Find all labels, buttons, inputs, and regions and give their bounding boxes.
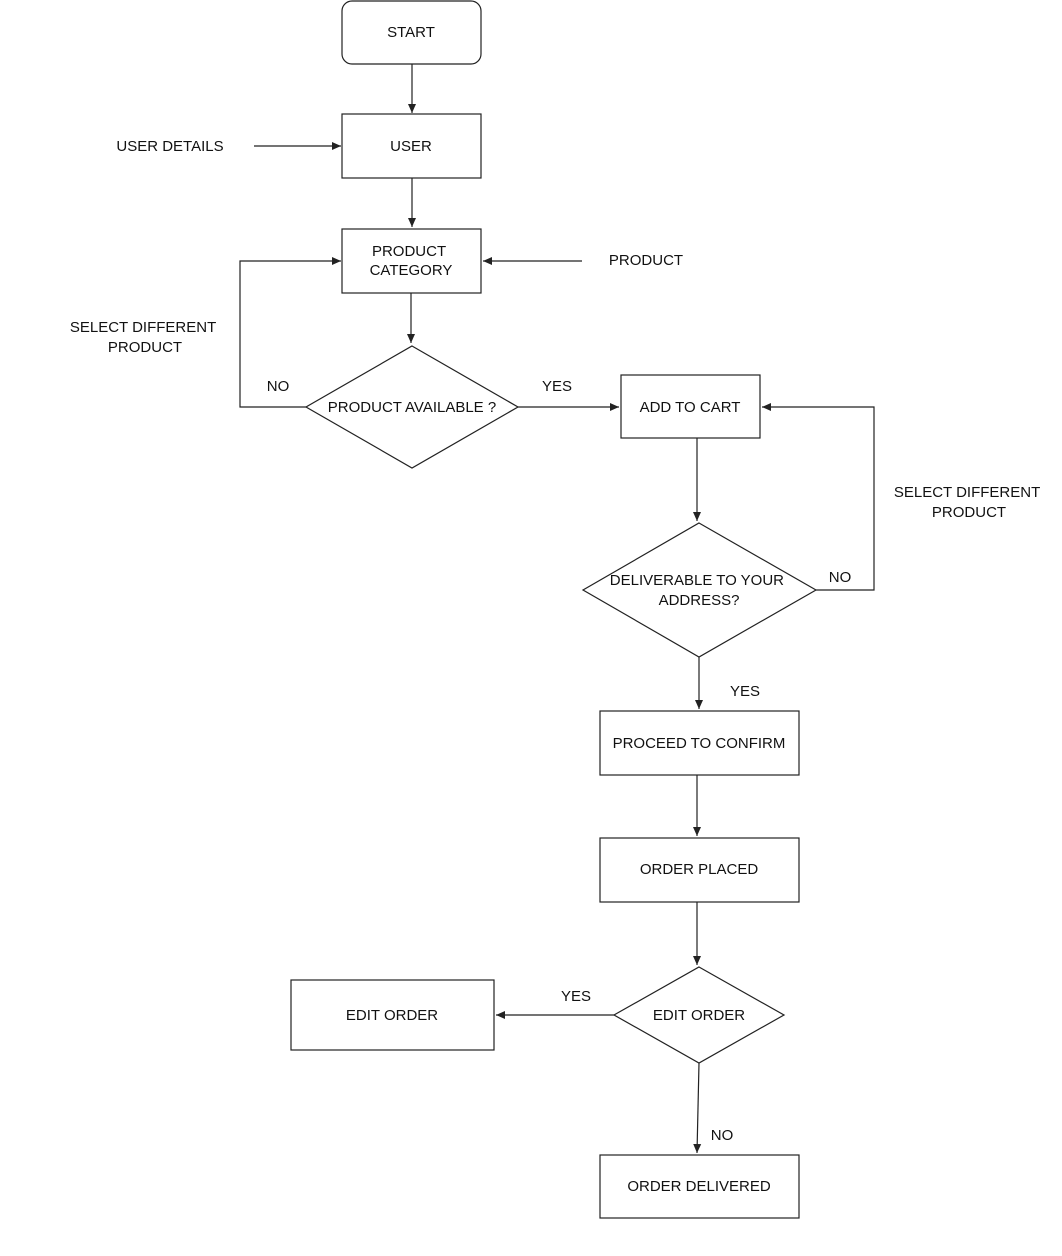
add-to-cart-shape — [620, 374, 761, 439]
user-label: USER — [390, 138, 432, 155]
yes-available-label: YES — [542, 378, 572, 395]
deliverable-label: DELIVERABLE TO YOUR ADDRESS? — [610, 572, 788, 609]
product-available-shape — [304, 345, 520, 469]
edge-labels: USER DETAILS PRODUCT SELECT DIFFERENT PR… — [70, 138, 1044, 1144]
node-user: USER — [341, 113, 482, 179]
start-label-line-1: START — [387, 24, 435, 41]
edit-order-shape — [290, 979, 495, 1051]
product-category-shape — [341, 228, 482, 294]
node-order-delivered: ORDER DELIVERED — [599, 1154, 800, 1219]
proceed-to-confirm-label: PROCEED TO CONFIRM — [613, 735, 786, 752]
select-different-product-left-line-2: PRODUCT — [108, 339, 182, 356]
no-available-label: NO — [267, 378, 290, 395]
add-to-cart-label: ADD TO CART — [640, 399, 741, 416]
edit-order-decision-label: EDIT ORDER — [653, 1007, 745, 1024]
select-different-product-right-label: SELECT DIFFERENT PRODUCT — [894, 484, 1044, 521]
proceed-to-confirm-shape — [599, 710, 800, 776]
edit-order-label-line-1: EDIT ORDER — [346, 1007, 438, 1024]
yes-edit-label: YES — [561, 988, 591, 1005]
edit-order-decision-shape — [612, 966, 786, 1064]
select-different-product-right-line-1: SELECT DIFFERENT — [894, 484, 1040, 501]
order-placed-label: ORDER PLACED — [640, 861, 759, 878]
no-edit-label: NO — [711, 1127, 734, 1144]
edit-order-label: EDIT ORDER — [346, 1007, 438, 1024]
no-edit-label-line-1: NO — [711, 1127, 734, 1144]
order-placed-shape — [599, 837, 800, 903]
no-deliverable-label: NO — [829, 569, 852, 586]
product-input-label: PRODUCT — [609, 252, 683, 269]
node-add-to-cart: ADD TO CART — [620, 374, 761, 439]
node-start: START — [341, 0, 482, 65]
product-input-label-line-1: PRODUCT — [609, 252, 683, 269]
edit-order-decision-label-line-1: EDIT ORDER — [653, 1007, 745, 1024]
yes-deliverable-label-line-1: YES — [730, 683, 760, 700]
edge-edit-decision-no-to-delivered — [693, 1062, 702, 1154]
order-delivered-shape — [599, 1154, 800, 1219]
node-edit-order-decision: EDIT ORDER — [612, 966, 786, 1064]
product-available-label-line-1: PRODUCT AVAILABLE ? — [328, 399, 496, 416]
nodes: START USER PRODUCT CATEGORY PRODUCT AVAI… — [290, 0, 818, 1219]
order-delivered-label: ORDER DELIVERED — [627, 1178, 771, 1195]
add-to-cart-label-line-1: ADD TO CART — [640, 399, 741, 416]
select-different-product-right-line-2: PRODUCT — [932, 504, 1006, 521]
select-different-product-left-line-1: SELECT DIFFERENT — [70, 319, 216, 336]
user-details-label: USER DETAILS — [116, 138, 223, 155]
yes-deliverable-label: YES — [730, 683, 760, 700]
deliverable-shape — [581, 522, 818, 658]
select-different-product-left-label: SELECT DIFFERENT PRODUCT — [70, 319, 220, 356]
start-shape — [341, 0, 482, 65]
user-details-label-line-1: USER DETAILS — [116, 138, 223, 155]
product-available-label: PRODUCT AVAILABLE ? — [328, 399, 496, 416]
node-deliverable: DELIVERABLE TO YOUR ADDRESS? — [581, 522, 818, 658]
edge-deliverable-no-loop — [762, 403, 875, 591]
start-label: START — [387, 24, 435, 41]
no-deliverable-label-line-1: NO — [829, 569, 852, 586]
node-order-placed: ORDER PLACED — [599, 837, 800, 903]
yes-edit-label-line-1: YES — [561, 988, 591, 1005]
edge-available-no-loop — [239, 257, 341, 408]
product-category-label-line-1: PRODUCT — [372, 243, 446, 260]
product-category-label: PRODUCT CATEGORY — [370, 243, 453, 279]
node-edit-order: EDIT ORDER — [290, 979, 495, 1051]
user-shape — [341, 113, 482, 179]
edges — [239, 64, 875, 1154]
no-available-label-line-1: NO — [267, 378, 290, 395]
node-product-available: PRODUCT AVAILABLE ? — [304, 345, 520, 469]
yes-available-label-line-1: YES — [542, 378, 572, 395]
node-proceed-to-confirm: PROCEED TO CONFIRM — [599, 710, 800, 776]
deliverable-label-line-1: DELIVERABLE TO YOUR — [610, 572, 784, 589]
proceed-to-confirm-label-line-1: PROCEED TO CONFIRM — [613, 735, 786, 752]
node-product-category: PRODUCT CATEGORY — [341, 228, 482, 294]
product-category-label-line-2: CATEGORY — [370, 262, 453, 279]
order-delivered-label-line-1: ORDER DELIVERED — [627, 1178, 771, 1195]
user-label-line-1: USER — [390, 138, 432, 155]
deliverable-label-line-2: ADDRESS? — [659, 592, 740, 609]
order-placed-label-line-1: ORDER PLACED — [640, 861, 759, 878]
